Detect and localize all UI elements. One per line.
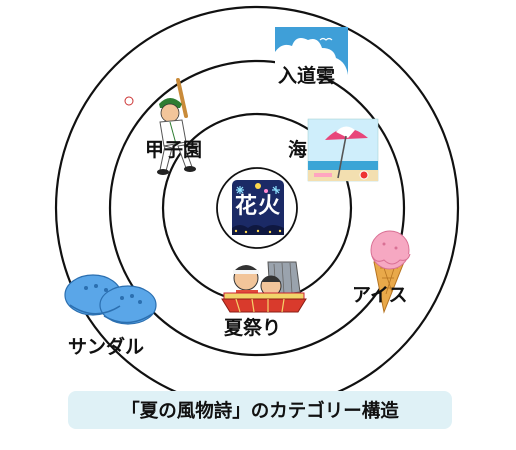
- fireworks-icon: [216, 167, 298, 249]
- middle-ring: [108, 59, 406, 357]
- label-sandaru: サンダル: [68, 336, 145, 358]
- label-nyudougumo: 入道雲: [278, 65, 336, 87]
- label-koshien: 甲子園: [145, 139, 203, 161]
- label-umi: 海: [288, 139, 308, 161]
- ice-cream-icon: [370, 230, 411, 314]
- caption: 「夏の風物詩」のカテゴリー構造: [68, 391, 452, 429]
- label-natsumatsuri: 夏祭り: [224, 317, 282, 339]
- baseball-player-icon: [124, 78, 196, 175]
- cumulus-cloud-icon: [275, 27, 348, 75]
- label-aisu: アイス: [352, 284, 408, 306]
- beach-umbrella-icon: [307, 118, 379, 182]
- sandals-icon: [64, 274, 157, 325]
- festival-float-icon: [221, 261, 307, 313]
- center-label: 花火: [235, 194, 282, 219]
